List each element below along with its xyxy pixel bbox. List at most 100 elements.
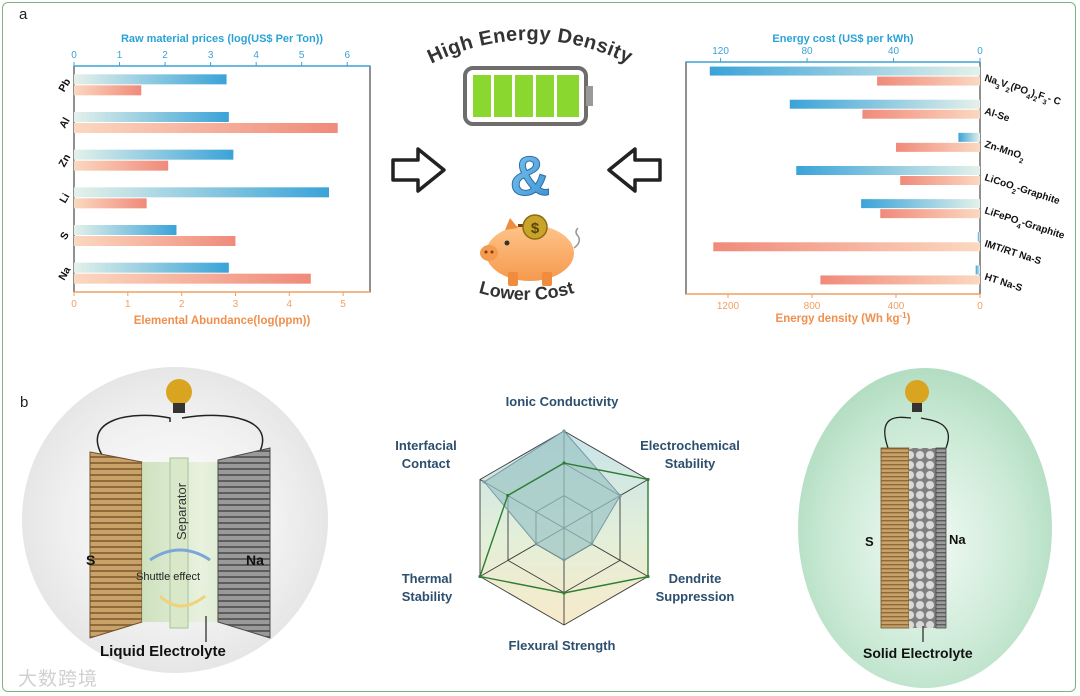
shuttle-effect-label: Shuttle effect — [136, 571, 200, 583]
ampersand: & — [510, 144, 550, 207]
element-label: Pb — [56, 77, 73, 95]
battery-system-label: IMT/RT Na-S — [983, 239, 1043, 268]
battery-system-label: Al-Se — [983, 106, 1011, 124]
abundance-bar — [74, 273, 311, 284]
top-tick-label: 40 — [888, 46, 900, 57]
bottom-tick-label: 1 — [125, 299, 131, 310]
bottom-tick-label: 400 — [888, 301, 905, 312]
bottom-tick-label: 2 — [179, 299, 185, 310]
light-bulb-icon — [905, 380, 929, 412]
radar-axis-label: Dendrite — [669, 571, 722, 586]
properties-radar-chart: Ionic ConductivityElectrochemicalStabili… — [395, 394, 740, 653]
cathode-s-label: S — [86, 552, 95, 568]
energy-density-bar — [900, 176, 980, 185]
abundance-bar — [74, 160, 169, 171]
element-label: S — [58, 230, 72, 242]
energy-cost-bar — [709, 66, 980, 76]
liquid-electrolyte-caption: Liquid Electrolyte — [100, 643, 226, 660]
liquid-electrolyte-cell: Separator Shuttle effect S Na Liquid Ele… — [22, 367, 328, 673]
solid-anode-na-label: Na — [949, 532, 966, 547]
left-arrow-icon — [607, 147, 662, 193]
radar-axis-label: Contact — [402, 456, 451, 471]
price-bar — [74, 225, 177, 235]
energy-density-bar — [877, 76, 980, 86]
battery-icon — [463, 66, 593, 126]
energy-cost-bar — [958, 132, 980, 142]
energy-density-bar — [862, 109, 980, 119]
battery-system-label: LiFePO4-Graphite — [982, 206, 1066, 245]
lower-cost-title: Lower Cost — [477, 277, 576, 304]
battery-system-label: Zn-MnO2 — [982, 139, 1026, 165]
radar-axis-label: Suppression — [656, 589, 735, 604]
radar-axis-label: Stability — [402, 589, 453, 604]
top-tick-label: 3 — [208, 50, 214, 61]
solid-cathode-s-label: S — [865, 534, 874, 549]
bottom-tick-label: 0 — [977, 301, 983, 312]
high-energy-density-title: High Energy Density — [424, 23, 636, 69]
price-bar — [74, 149, 234, 160]
radar-series-point — [618, 493, 622, 498]
solid-electrolyte-cell: S Na Solid Electrolyte — [798, 368, 1052, 688]
energy-density-bar — [820, 275, 980, 285]
radar-axis-label: Stability — [665, 456, 716, 471]
anode-na-label: Na — [246, 552, 264, 568]
battery-system-label: Na3V2(PO4)2F3- C — [982, 73, 1062, 110]
abundance-bar — [74, 85, 142, 96]
abundance-bar — [74, 236, 236, 246]
bottom-tick-label: 0 — [71, 299, 77, 310]
solid-electrolyte-caption: Solid Electrolyte — [863, 645, 973, 661]
bottom-axis-label: Elemental Abundance(log(ppm)) — [134, 315, 311, 327]
radar-series-point — [482, 480, 486, 484]
radar-axis-label: Ionic Conductivity — [506, 394, 619, 409]
energy-cost-bar — [975, 265, 980, 275]
radar-series-point — [506, 493, 510, 498]
radar-series-point — [534, 542, 538, 546]
coin-icon: $ — [522, 214, 548, 240]
separator-label: Separator — [174, 482, 189, 540]
element-label: Na — [56, 265, 73, 283]
price-bar — [74, 262, 229, 273]
radar-series-point — [646, 574, 650, 579]
bottom-tick-label: 4 — [286, 299, 292, 310]
bottom-tick-label: 1200 — [717, 301, 740, 312]
energy-cost-bar — [861, 199, 980, 209]
abundance-bar — [74, 198, 147, 209]
element-label: Zn — [56, 152, 73, 169]
top-tick-label: 2 — [162, 50, 168, 61]
energy-cost-bar — [796, 166, 980, 175]
top-axis-label: Energy cost (US$ per kWh) — [772, 33, 914, 45]
svg-text:$: $ — [531, 220, 540, 237]
top-tick-label: 6 — [344, 50, 350, 61]
radar-series-point — [562, 461, 566, 465]
center-graphic: High Energy Density & — [424, 23, 636, 304]
element-label: Li — [57, 191, 72, 205]
price-bar — [74, 187, 330, 198]
panel-label-b: b — [20, 394, 29, 411]
light-bulb-icon — [166, 379, 192, 413]
top-tick-label: 4 — [253, 50, 259, 61]
bottom-tick-label: 800 — [804, 301, 821, 312]
energy-density-bar — [880, 209, 980, 219]
top-tick-label: 0 — [71, 50, 77, 61]
right-arrow-icon — [391, 147, 446, 193]
radar-series-point — [590, 542, 594, 546]
watermark-text: 大数跨境 — [18, 669, 99, 690]
top-axis-label: Raw material prices (log(US$ Per Ton)) — [121, 33, 323, 45]
radar-series-point — [562, 429, 566, 433]
top-tick-label: 1 — [117, 50, 123, 61]
radar-axis-label: Interfacial — [395, 438, 456, 453]
watermark: 大数跨境 — [18, 664, 98, 691]
radar-series-point — [562, 558, 566, 562]
energy-density-bar — [713, 242, 980, 252]
price-bar — [74, 112, 229, 122]
radar-axis-label: Thermal — [402, 571, 453, 586]
radar-axis-label: Flexural Strength — [509, 638, 616, 653]
energy-cost-bar — [789, 99, 980, 109]
radar-series-point — [478, 574, 482, 579]
energy-density-bar — [896, 142, 980, 152]
bottom-tick-label: 5 — [340, 299, 346, 310]
